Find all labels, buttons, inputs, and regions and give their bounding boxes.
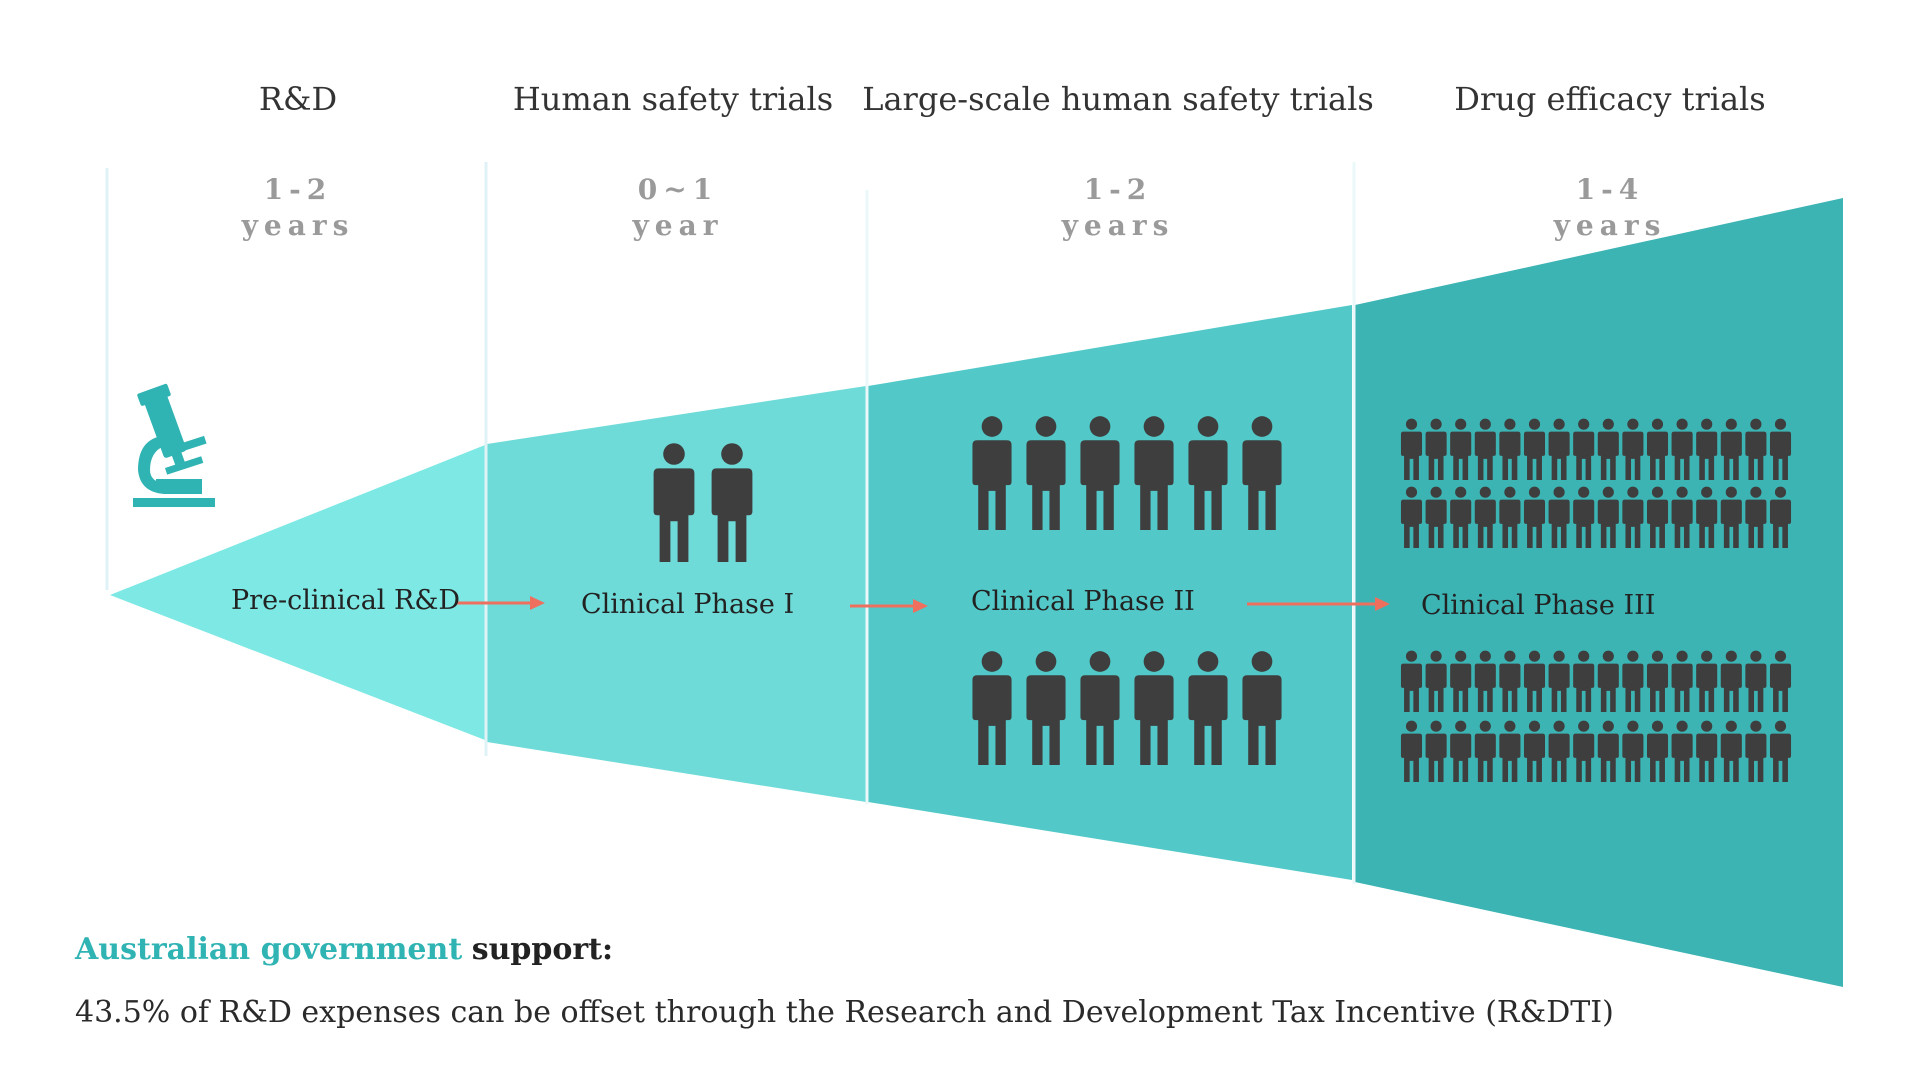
stage-label-phase-1: Clinical Phase I <box>581 589 795 620</box>
footer-accent-text: Australian government <box>75 932 463 967</box>
phase-heading-phase-2: Large-scale human safety trials <box>862 80 1374 118</box>
duration-value: 1-2 <box>1083 173 1153 206</box>
phase-heading-rd: R&D <box>258 80 338 118</box>
duration-unit: years <box>241 209 355 242</box>
funnel-section-phase-1 <box>487 386 866 802</box>
arrow-right-icon <box>1247 597 1390 611</box>
duration-rd: 1-2 years <box>242 172 355 244</box>
duration-value: 1-4 <box>1575 173 1645 206</box>
microscope-icon <box>133 383 215 507</box>
stage-label-phase-3: Clinical Phase III <box>1421 590 1656 621</box>
stage-label-phase-2: Clinical Phase II <box>971 586 1195 617</box>
duration-phase-1: 0~1 year <box>633 172 724 244</box>
phase-heading-phase-1: Human safety trials <box>512 80 834 118</box>
duration-value: 0~1 <box>637 173 719 206</box>
arrow-right-icon <box>455 596 545 610</box>
duration-phase-3: 1-4 years <box>1554 172 1667 244</box>
duration-phase-2: 1-2 years <box>1062 172 1175 244</box>
stage-label-preclinical: Pre-clinical R&D <box>231 585 461 616</box>
funnel-section-phase-3 <box>1355 198 1843 987</box>
footer-emphasis-text: support: <box>471 932 614 967</box>
footer-headline: Australian government support: <box>75 932 613 967</box>
duration-unit: year <box>632 209 724 242</box>
duration-value: 1-2 <box>263 173 333 206</box>
phase-heading-phase-3: Drug efficacy trials <box>1454 80 1766 118</box>
funnel-section-rd <box>110 445 485 740</box>
footer-detail: 43.5% of R&D expenses can be offset thro… <box>75 995 1614 1030</box>
arrow-right-icon <box>850 599 928 613</box>
duration-unit: years <box>1061 209 1175 242</box>
duration-unit: years <box>1553 209 1667 242</box>
